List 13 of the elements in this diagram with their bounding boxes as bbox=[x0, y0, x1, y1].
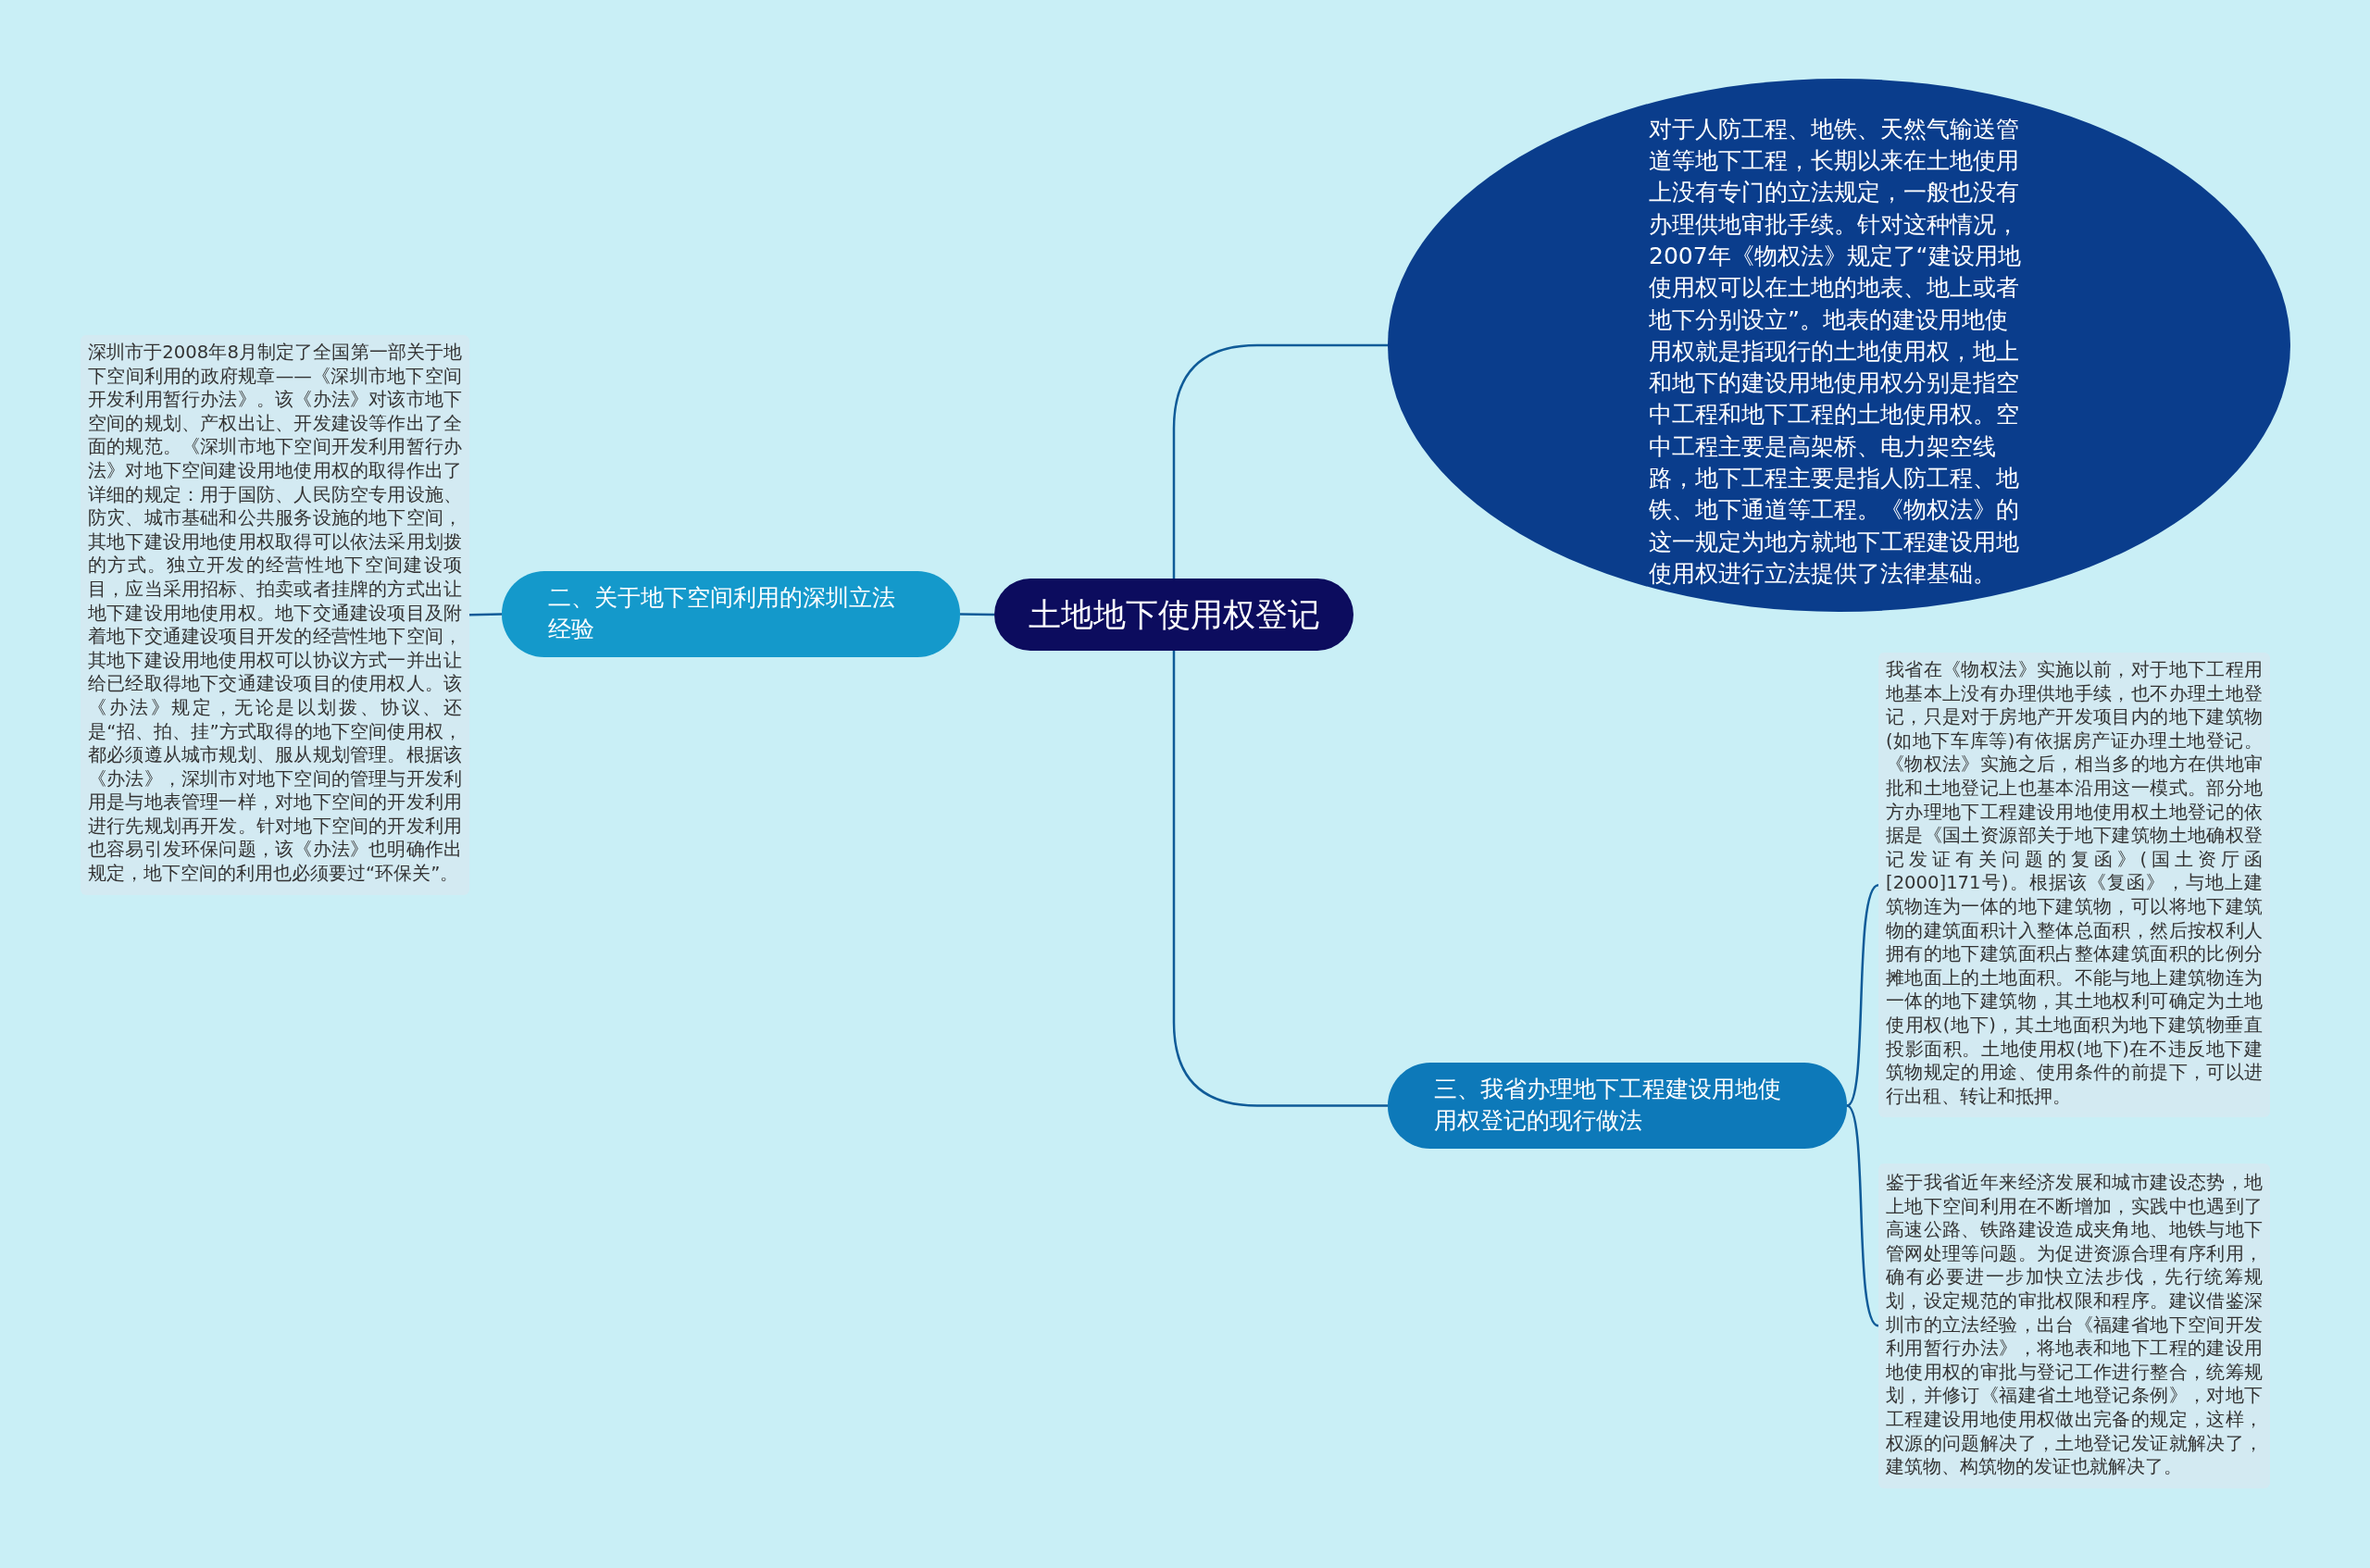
connector-line bbox=[1172, 651, 1388, 1107]
connector-line bbox=[1172, 343, 1388, 579]
connector-line bbox=[468, 613, 503, 616]
text-oval: 对于人防工程、地铁、天然气输送管道等地下工程，长期以来在土地使用上没有专门的立法规定，一般也没有办理供地审批手续。针对这种情况，2007年《物权法》规定了“建设用地使用权可以在土地的地表、地上或者地下分别设立”。地表的建设用地使用权就是指现行的土地使用权，地上和地下的建设用地使用权分别是指空中工程和地下工程的土地使用权。空中工程主要是高架桥、电力架空线路，地下工程主要是指人防工程、地铁、地下通道等工程。《物权法》的这一规定为地方就地下工程建设用地使用权进行立法提供了法律基础。 bbox=[1388, 79, 2290, 612]
text-card: 鉴于我省近年来经济发展和城市建设态势，地上地下空间利用在不断增加，实践中也遇到了高速公路、铁路建设造成夹角地、地铁与地下管网处理等问题。为促进资源合理有序利用，确有必要进一步加快立法步伐，先行统筹规划，设定规范的审批权限和程序。建议借鉴深圳市的立法经验，出台《福建省地下空间开发利用暂行办法》，将地表和地下工程的建设用地使用权的审批与登记工作进行整合，统筹规划，并修订《福建省土地登记条例》，对地下工程建设用地使用权做出完备的规定，这样，权源的问题解决了，土地登记发证就解决了，建筑物、构筑物的发证也就解决了。 bbox=[1878, 1164, 2270, 1488]
connector-line bbox=[1846, 884, 1879, 1107]
root-topic: 土地地下使用权登记 bbox=[994, 579, 1353, 651]
topic-box: 二、关于地下空间利用的深圳立法经验 bbox=[502, 571, 960, 657]
text-card: 我省在《物权法》实施以前，对于地下工程用地基本上没有办理供地手续，也不办理土地登记，只是对于房地产开发项目内的地下建筑物(如地下车库等)有依据房产证办理土地登记。《物权法》实施之后，相当多的地方在供地审批和土地登记上也基本沿用这一模式。部分地方办理地下工程建设用地使用权土地登记的依据是《国土资源部关于地下建筑物土地确权登记发证有关问题的复函》(国土资厅函[2000]171号)。根据该《复函》，与地上建筑物连为一体的地下建筑物，可以将地下建筑物的建筑面积计入整体总面积，然后按权利人拥有的地下建筑面积占整体建筑面积的比例分摊地面上的土地面积。不能与地上建筑物连为一体的地下建筑物，其土地权利可确定为土地使用权(地下)，其土地面积为地下建筑物垂直投影面积。土地使用权(地下)在不违反地下建筑物规定的用途、使用条件的前提下，可以进行出租、转让和抵押。 bbox=[1878, 653, 2270, 1118]
text-card: 深圳市于2008年8月制定了全国第一部关于地下空间利用的政府规章——《深圳市地下空间开发利用暂行办法》。该《办法》对该市地下空间的规划、产权出让、开发建设等作出了全面的规范。《深圳市地下空间开发利用暂行办法》对地下空间建设用地使用权的取得作出了详细的规定：用于国防、人民防空专用设施、防灾、城市基础和公共服务设施的地下空间，其地下建设用地使用权取得可以依法采用划拨的方式。独立开发的经营性地下空间建设项目，应当采用招标、拍卖或者挂牌的方式出让地下建设用地使用权。地下交通建设项目及附着地下交通建设项目开发的经营性地下空间，其地下建设用地使用权可以协议方式一并出让给已经取得地下交通建设项目的使用权人。该《办法》规定，无论是以划拨、协议、还是“招、拍、挂”方式取得的地下空间使用权，都必须遵从城市规划、服从规划管理。根据该《办法》，深圳市对地下空间的管理与开发利用是与地表管理一样，对地下空间的开发利用进行先规划再开发。针对地下空间的开发利用也容易引发环保问题，该《办法》也明确作出规定，地下空间的利用也必须要过“环保关”。 bbox=[81, 335, 469, 895]
topic-box: 三、我省办理地下工程建设用地使用权登记的现行做法 bbox=[1388, 1063, 1847, 1149]
connector-line bbox=[1846, 1104, 1879, 1327]
connector-line bbox=[960, 613, 994, 616]
